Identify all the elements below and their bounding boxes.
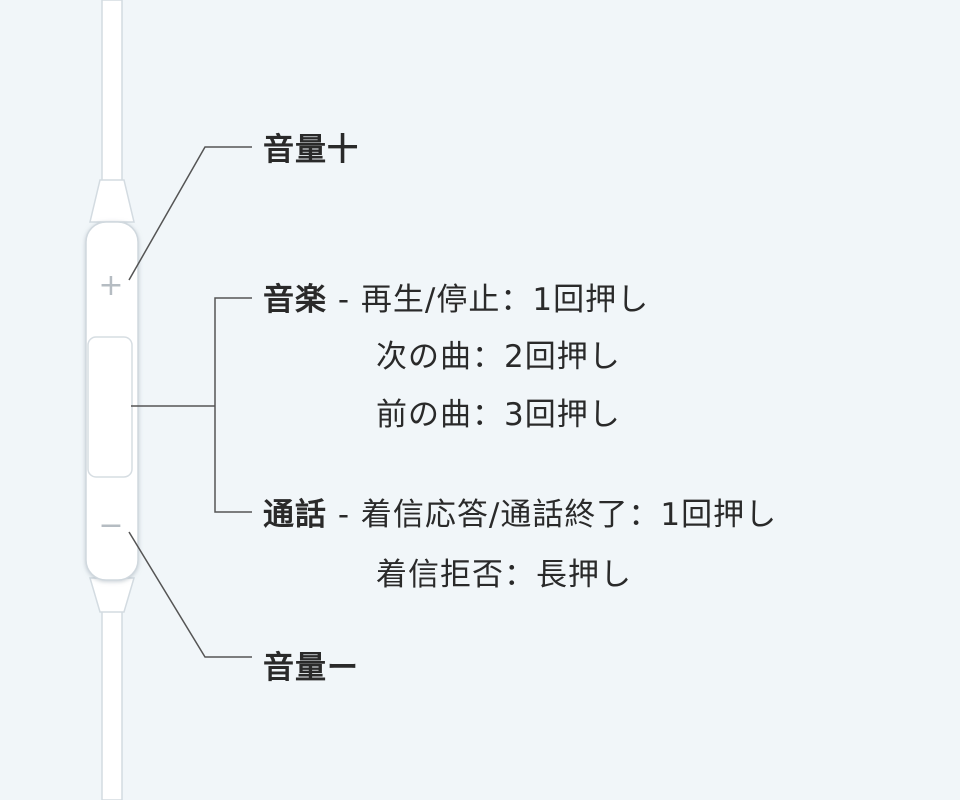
center-button[interactable] (87, 336, 133, 478)
volume-up-leader-line (128, 146, 252, 281)
call-separator: - (327, 497, 361, 533)
music-label: 音楽 - 再生/停止：1回押し (263, 280, 649, 320)
call-answer-end: 着信応答/通話終了：1回押し (360, 497, 778, 533)
volume-up-button[interactable]: + (98, 268, 123, 303)
volume-down-heading: 音量ー (263, 650, 359, 686)
music-separator: - (327, 282, 361, 318)
volume-down-label: 音量ー (263, 648, 359, 688)
music-next-track: 次の曲：2回押し (376, 339, 621, 375)
call-label: 通話 - 着信応答/通話終了：1回押し (263, 495, 777, 535)
music-prev-track: 前の曲：3回押し (376, 397, 621, 433)
volume-down-button[interactable]: − (98, 508, 123, 543)
music-call-bracket-line (214, 297, 252, 513)
call-decline: 着信拒否：長押し (376, 557, 632, 593)
call-heading: 通話 (263, 497, 327, 533)
music-heading: 音楽 (263, 282, 327, 318)
volume-up-label: 音量十 (263, 130, 359, 170)
music-play-stop: 再生/停止：1回押し (360, 282, 650, 318)
volume-down-leader-line (128, 531, 252, 658)
volume-up-heading: 音量十 (263, 132, 359, 168)
